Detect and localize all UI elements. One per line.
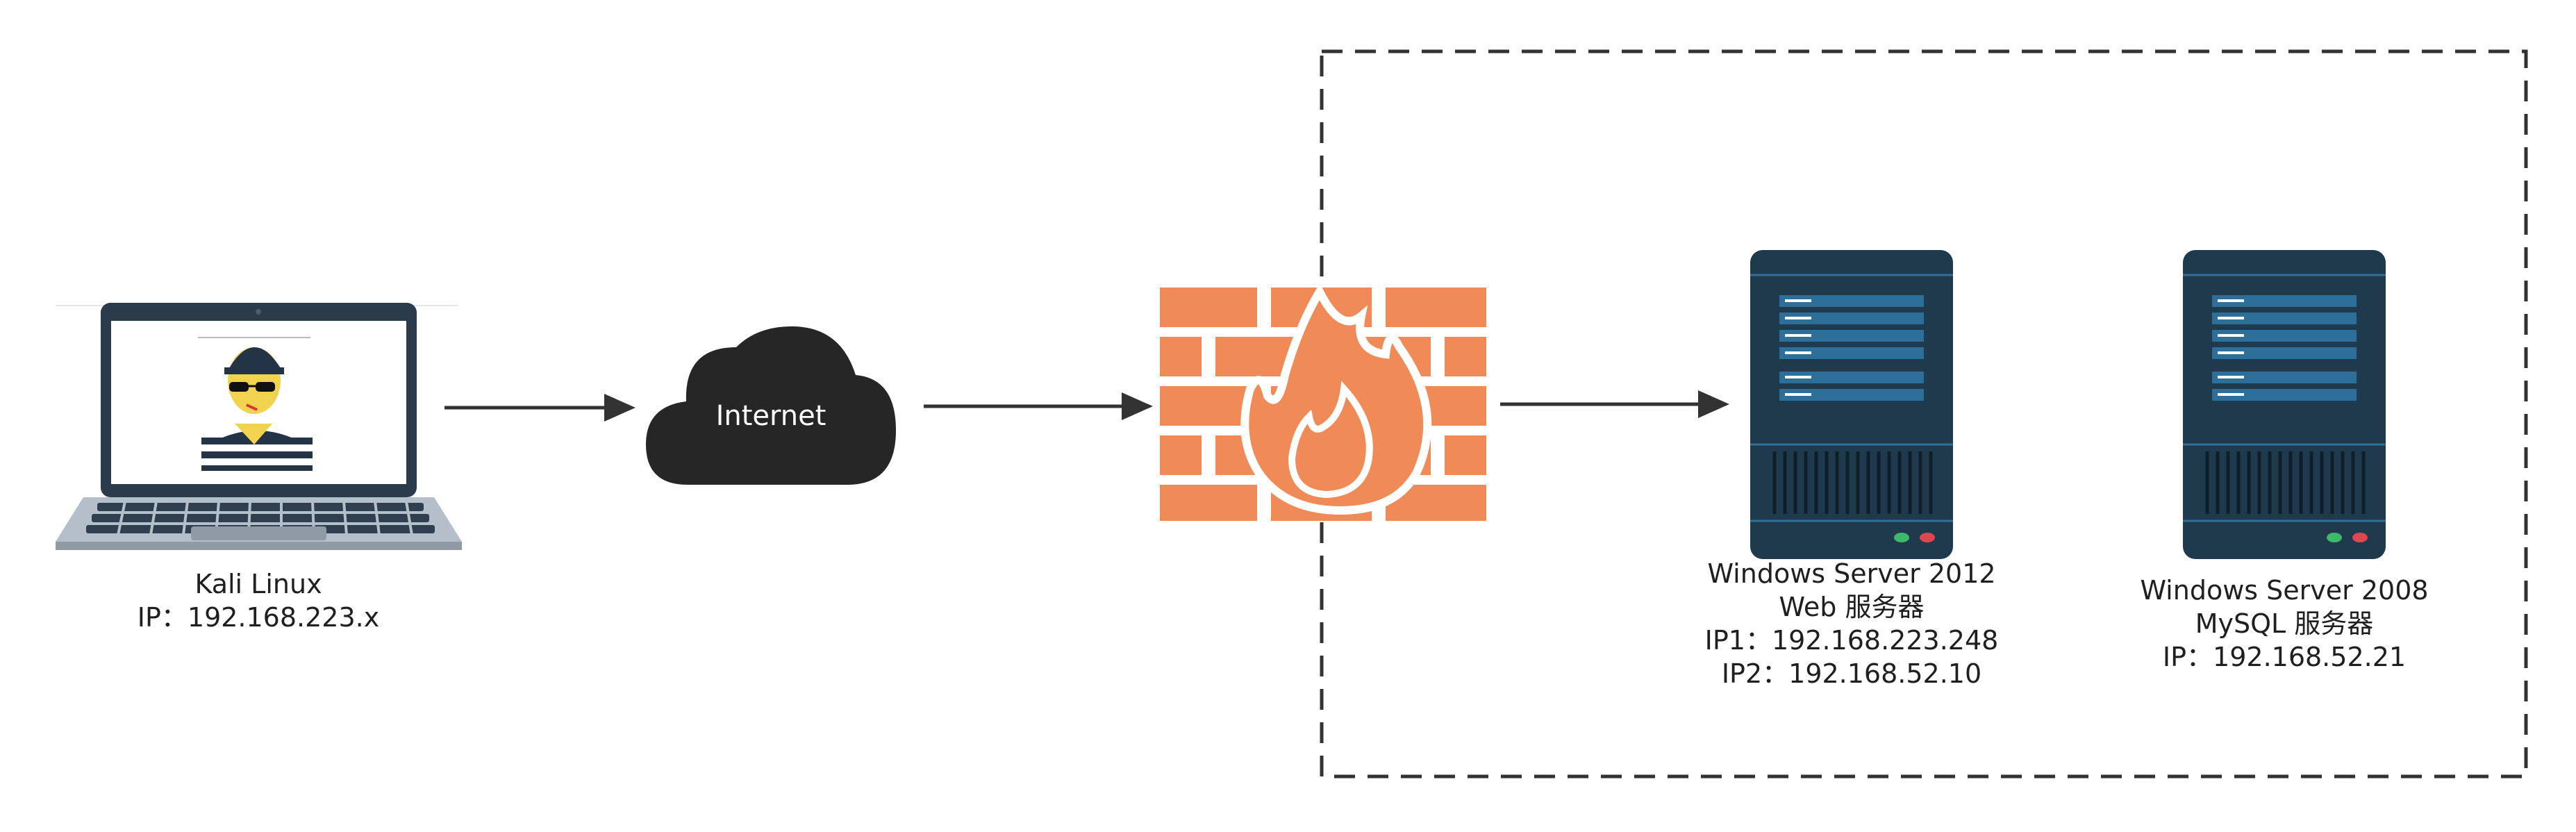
edges [444, 390, 1729, 422]
laptop-hacker-icon [56, 303, 462, 550]
edge-firewall-webserver-head [1698, 390, 1729, 418]
db-server-ip: IP：192.168.52.21 [2162, 642, 2407, 672]
internal-network-zone [1320, 49, 2528, 779]
db-server-label: Windows Server 2008 MySQL 服务器 IP：192.168… [2111, 574, 2458, 674]
db-server-role: MySQL 服务器 [2195, 608, 2374, 639]
cloud-icon [646, 326, 896, 485]
internet-label: Internet [716, 400, 826, 432]
attacker-name: Kali Linux [194, 569, 322, 599]
web-server-label: Windows Server 2012 Web 服务器 IP1：192.168.… [1678, 557, 2025, 690]
web-server-ip2: IP2：192.168.52.10 [1721, 658, 1982, 689]
web-server-os: Windows Server 2012 [1707, 558, 1996, 589]
web-server-role: Web 服务器 [1779, 592, 1925, 622]
server-icon [1750, 250, 1953, 559]
firewall-icon [1160, 283, 1486, 521]
db-server-os: Windows Server 2008 [2140, 575, 2429, 606]
attacker-ip: IP：192.168.223.x [137, 602, 380, 633]
edge-internet-firewall-head [1122, 392, 1153, 420]
attacker-label: Kali Linux IP：192.168.223.x [119, 567, 397, 634]
edge-attacker-internet-head [604, 394, 635, 422]
server-icon [2183, 250, 2386, 559]
web-server-ip1: IP1：192.168.223.248 [1704, 625, 1999, 656]
